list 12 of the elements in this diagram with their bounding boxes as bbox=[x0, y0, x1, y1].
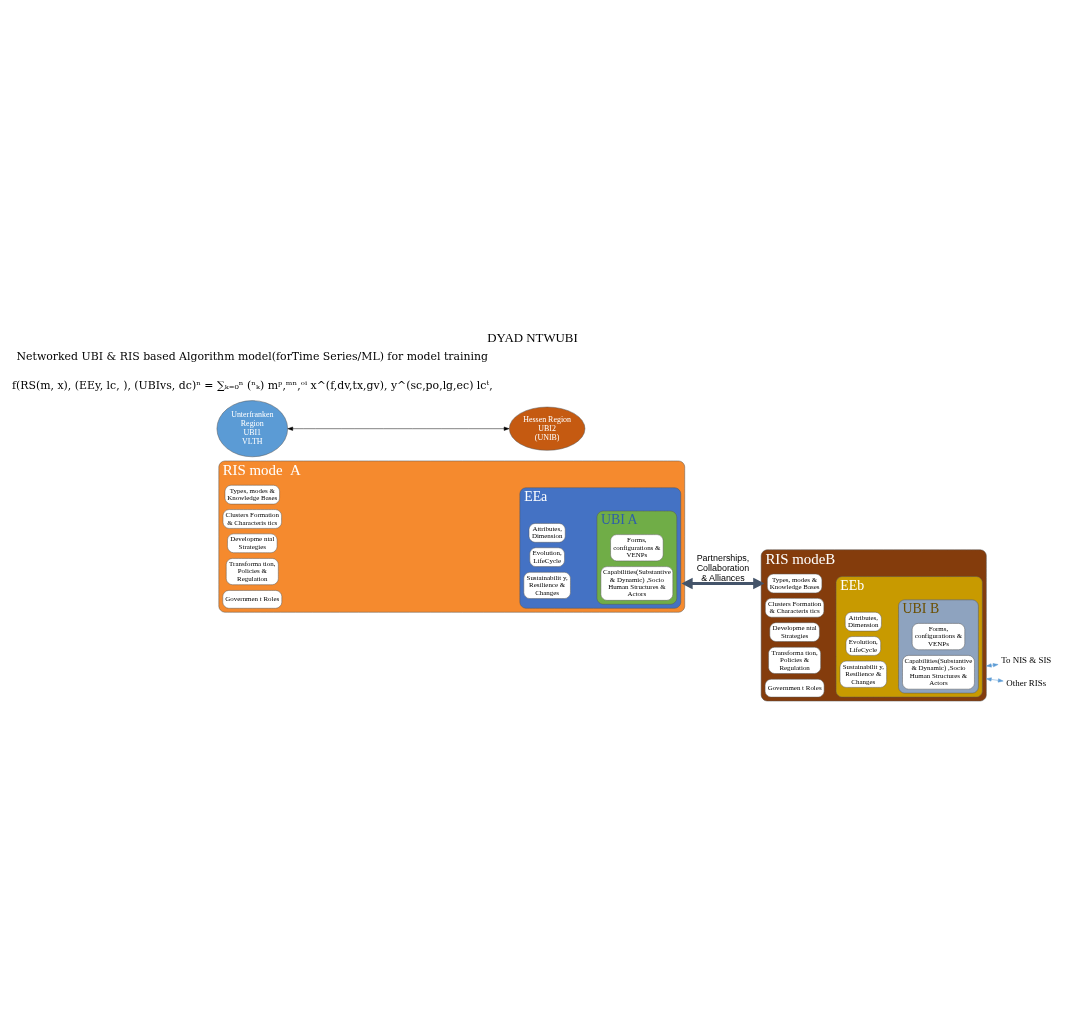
arrow bbox=[287, 426, 510, 431]
node-ellipse: Unterfranken Region UBI1 VLTH bbox=[216, 400, 288, 458]
node-text: Other RISs bbox=[1006, 678, 1047, 689]
label: Networked UBI & RIS based Algorithm model(forTime Series/ML) for model training bbox=[16, 350, 489, 364]
edge-label: Partnerships, Collaboration & Alliances bbox=[696, 552, 750, 583]
arrow bbox=[681, 577, 765, 590]
arrow bbox=[986, 677, 1004, 683]
diagram-title: DYAD NTWUBI bbox=[487, 331, 578, 346]
node-text: To NIS & SIS bbox=[1001, 655, 1052, 666]
arrow bbox=[986, 663, 999, 668]
node-ellipse: Hessen Region UBI2 (UNIB) bbox=[509, 406, 586, 451]
label: f(RS(m, x), (EEy, lc, ), (UBIvs, dc)ⁿ = ∑ₖ₌₀ⁿ (ⁿₖ) mᵖ,ᵐⁿ,ᵒⁱ x^(f,dv,tx,gv), y^(sc,po,lg,ec) lcᵗ, bbox=[11, 378, 493, 392]
